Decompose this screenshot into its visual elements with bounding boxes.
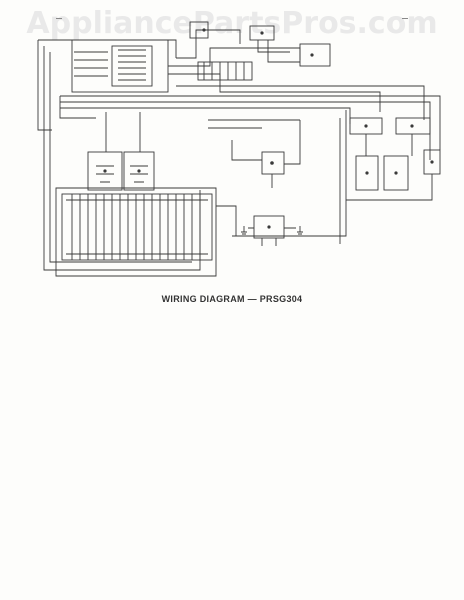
terminal-dot-2: [260, 31, 264, 35]
bus-line-2: [60, 101, 431, 160]
terminal-strip-lines: [203, 62, 245, 80]
terminal-dot-5: [410, 124, 414, 128]
bus-line-4: [176, 85, 425, 120]
main-terminal-strip: [197, 61, 253, 81]
corner-tick-left: [56, 18, 62, 19]
terminal-dot-12: [430, 160, 434, 164]
control-module-inner: [111, 45, 153, 87]
harness-inner-loop: [66, 199, 208, 255]
top-run-2: [168, 47, 301, 67]
harness-outer-loop: [37, 39, 177, 131]
ignitor-leads: [231, 120, 301, 188]
diagram-caption: WIRING DIAGRAM — PRSG304: [161, 294, 303, 304]
oven-switch-box: [355, 155, 379, 191]
harness-left-drop-2: [49, 52, 192, 263]
terminal-dot-1: [202, 28, 206, 32]
terminal-dot-9: [137, 169, 141, 173]
terminal-dot-8: [103, 169, 107, 173]
valve-leads: [248, 227, 296, 246]
gas-valve-box: [299, 43, 331, 67]
left-front-switch-box: [123, 151, 155, 191]
switch-internals-1: [96, 165, 114, 183]
harness-vertical-wires: [71, 194, 201, 260]
terminal-dot-6: [270, 161, 274, 165]
broil-switch-box: [383, 155, 409, 191]
right-front-switch-box: [395, 117, 431, 135]
spark-lines: [257, 40, 300, 63]
terminal-dot-10: [365, 171, 369, 175]
middle-run: [208, 119, 300, 129]
ignitor-box: [261, 151, 285, 175]
harness-outer-wrap: [55, 187, 217, 277]
top-run-1: [176, 29, 241, 59]
ground-symbol-right: [297, 226, 303, 235]
terminal-dot-11: [394, 171, 398, 175]
terminal-dot-7: [267, 225, 271, 229]
terminal-block-top: [189, 21, 209, 39]
left-rear-switch-box: [87, 151, 123, 191]
terminal-dot-3: [310, 53, 314, 57]
terminal-block-spark: [249, 25, 275, 41]
switch-internals-2: [130, 165, 148, 183]
right-vertical-run: [232, 110, 347, 237]
ground-symbol-left: [241, 226, 247, 235]
bus-line-1: [60, 95, 441, 150]
right-switch-drops: [346, 134, 433, 201]
terminal-dot-4: [364, 124, 368, 128]
left-switch-feeds: [59, 96, 141, 152]
control-terminals: [118, 49, 146, 81]
safety-valve-box: [253, 215, 285, 239]
control-left-lines: [74, 51, 108, 77]
top-run-3: [168, 73, 381, 112]
corner-tick-right: [402, 18, 408, 19]
bus-line-3: [60, 107, 351, 124]
watermark-text: AppliancePartsPros.com: [26, 6, 438, 41]
harness-tail: [216, 205, 237, 236]
lower-harness-box: [61, 193, 213, 261]
control-module-box: [71, 39, 169, 93]
